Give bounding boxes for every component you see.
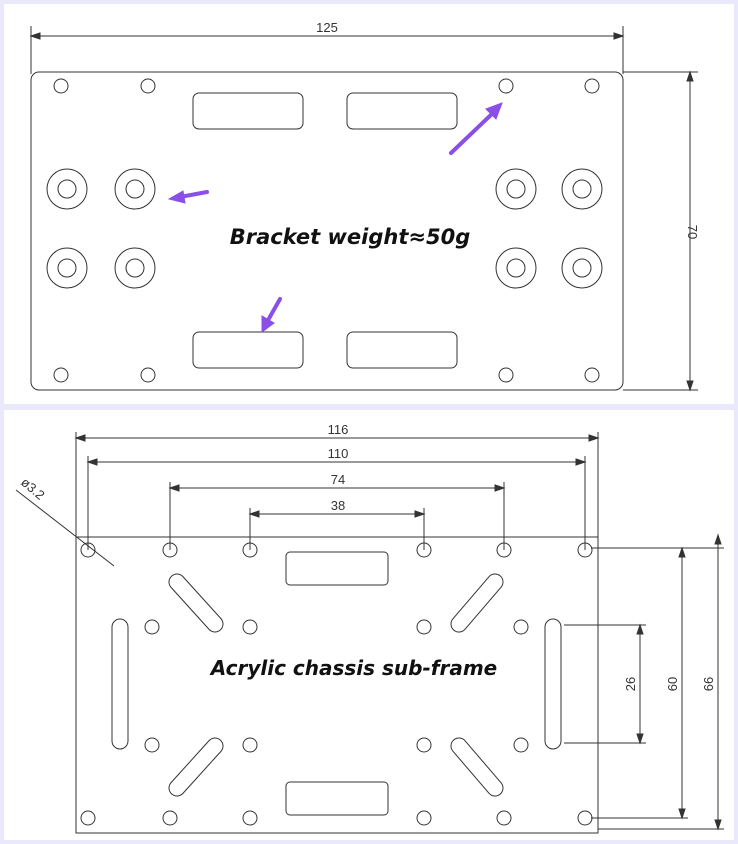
mount-hole	[498, 78, 514, 94]
subframe-drawing-panel: 116 110 74 38 ø3.2 26 60 66 Acrylic chas…	[4, 410, 734, 840]
cutout	[285, 551, 389, 586]
dim-label-hole: ø3.2	[18, 474, 48, 502]
pointer-arrow-head-icon	[485, 102, 503, 120]
slot	[346, 92, 458, 130]
slot	[192, 92, 304, 130]
pointer-arrow-icon	[178, 190, 209, 199]
mount-hole	[144, 619, 160, 635]
mount-hole	[242, 737, 258, 753]
bracket-caption: Bracket weight≈50g	[230, 225, 471, 249]
mount-hole	[496, 542, 512, 558]
dim-label-74: 74	[331, 472, 345, 487]
countersunk-hole-group-left	[46, 168, 156, 289]
mount-hole	[584, 78, 600, 94]
pointer-arrow-icon	[449, 110, 496, 155]
cutout	[285, 781, 389, 816]
dim-label-60: 60	[665, 677, 680, 691]
bracket-drawing: 125 70 Bracket weight≈50g	[29, 20, 700, 392]
vertical-slot	[544, 618, 562, 750]
mount-hole	[242, 810, 258, 826]
countersunk-hole-group-right	[495, 168, 603, 289]
mount-hole	[242, 619, 258, 635]
dim-label-width: 125	[316, 20, 338, 35]
dim-label-26: 26	[623, 677, 638, 691]
mount-hole	[498, 367, 514, 383]
mount-hole	[416, 737, 432, 753]
pointer-arrow-head-icon	[167, 190, 186, 204]
mount-hole	[513, 737, 529, 753]
mount-hole	[242, 542, 258, 558]
dim-label-38: 38	[331, 498, 345, 513]
mount-hole	[584, 367, 600, 383]
pointer-arrow-icon	[265, 297, 282, 324]
mount-hole	[162, 810, 178, 826]
dim-arrows-width	[29, 32, 625, 40]
slot	[346, 331, 458, 369]
subframe-outline	[75, 536, 599, 834]
bracket-outline	[30, 71, 624, 391]
dim-label-116: 116	[328, 422, 349, 437]
subframe-drawing: 116 110 74 38 ø3.2 26 60 66 Acrylic chas…	[15, 422, 724, 834]
mount-hole	[80, 542, 96, 558]
dim-label-66: 66	[701, 677, 716, 691]
dim-arrows-height	[686, 70, 694, 392]
mount-hole	[416, 810, 432, 826]
dim-label-height: 70	[685, 225, 700, 239]
subframe-caption: Acrylic chassis sub-frame	[209, 656, 498, 680]
dim-label-110: 110	[328, 446, 349, 461]
slot	[192, 331, 304, 369]
mount-hole	[53, 367, 69, 383]
bracket-drawing-panel: 125 70 Bracket weight≈50g	[4, 4, 734, 404]
mount-hole	[577, 542, 593, 558]
mount-hole	[140, 367, 156, 383]
mount-hole	[162, 542, 178, 558]
mount-hole	[496, 810, 512, 826]
mount-hole	[416, 619, 432, 635]
mount-hole	[144, 737, 160, 753]
mount-hole	[53, 78, 69, 94]
vertical-slot	[111, 618, 129, 750]
dim-leader-hole	[15, 489, 115, 567]
mount-hole	[140, 78, 156, 94]
mount-hole	[513, 619, 529, 635]
pointer-arrow-head-icon	[261, 315, 275, 333]
mount-hole	[577, 810, 593, 826]
mount-hole	[416, 542, 432, 558]
mount-hole	[80, 810, 96, 826]
